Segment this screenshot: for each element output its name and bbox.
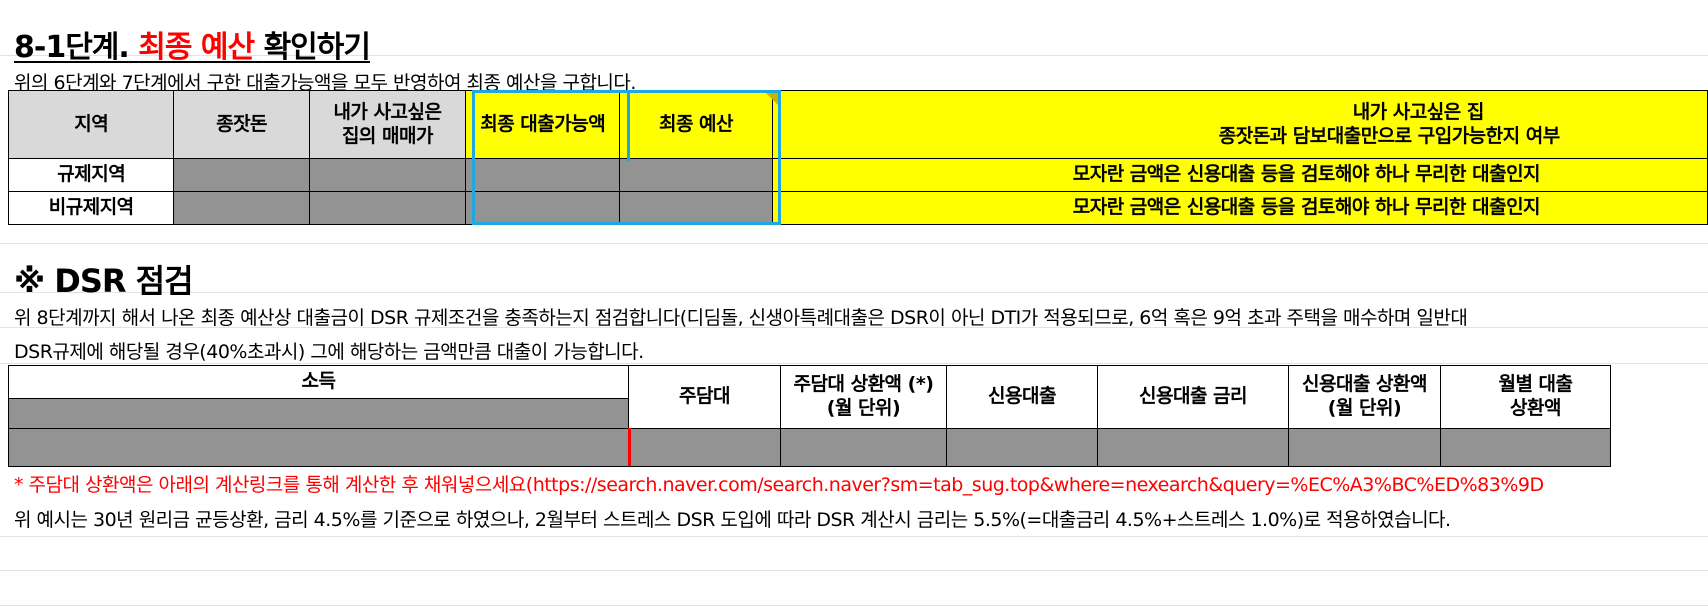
header-mortgage[interactable]: 주담대 xyxy=(628,365,781,429)
cell-masked[interactable] xyxy=(1097,428,1289,467)
header-house-price[interactable]: 내가 사고싶은 집의 매매가 xyxy=(308,90,467,159)
cell-masked[interactable] xyxy=(308,191,467,225)
cell-masked[interactable] xyxy=(1440,428,1611,467)
cell-masked[interactable] xyxy=(619,191,773,225)
budget-table: 지역 종잣돈 내가 사고싶은 집의 매매가 최종 대출가능액 최종 예산 내가 … xyxy=(7,90,1708,225)
cell-masked[interactable] xyxy=(173,158,310,192)
dsr-section-title: ※ DSR 점검 xyxy=(14,262,194,300)
header-income[interactable]: 소득 xyxy=(8,365,629,399)
step-title-suffix: 확인하기 xyxy=(263,30,371,65)
dsr-assumption-note: 위 예시는 30년 원리금 균등상환, 금리 4.5%를 기준으로 하였으나, … xyxy=(14,509,1451,531)
step-title-prefix: 8-1단계. xyxy=(14,30,130,65)
cell-masked[interactable] xyxy=(780,428,947,467)
header-credit-rate[interactable]: 신용대출 금리 xyxy=(1097,365,1289,429)
note-text: 모자란 금액은 신용대출 등을 검토해야 하나 무리한 대출인지 xyxy=(1072,196,1541,219)
header-seed-money[interactable]: 종잣돈 xyxy=(173,90,310,159)
header-mortgage-repayment-line1: 주담대 상환액 (*) xyxy=(793,373,934,396)
table-row: 규제지역 모자란 금액은 신용대출 등을 검토해야 하나 무리한 대출인지 xyxy=(7,158,1708,192)
header-credit-repayment-line2: (월 단위) xyxy=(1327,397,1402,419)
mortgage-calc-note: * 주담대 상환액은 아래의 계산링크를 통해 계산한 후 채워넣으세요(htt… xyxy=(14,474,1544,496)
header-purchase-line2: 종잣돈과 담보대출만으로 구입가능한지 여부 xyxy=(1218,124,1560,147)
cell-masked[interactable] xyxy=(628,428,781,467)
header-credit-repayment-line1: 신용대출 상환액 xyxy=(1302,373,1427,396)
header-house-price-line1: 내가 사고싶은 xyxy=(333,100,442,123)
cell-masked[interactable] xyxy=(8,398,629,429)
red-cell-marker xyxy=(628,428,631,466)
dsr-header-row: 소득 주담대 주담대 상환액 (*) (월 단위) 신용대출 신용대출 금리 신… xyxy=(8,365,1611,429)
cell-region[interactable]: 규제지역 xyxy=(7,158,175,192)
header-credit-loan[interactable]: 신용대출 xyxy=(946,365,1098,429)
cell-masked[interactable] xyxy=(465,191,621,225)
cell-region[interactable]: 비규제지역 xyxy=(7,191,175,225)
header-purchase-possible[interactable]: 내가 사고싶은 집 종잣돈과 담보대출만으로 구입가능한지 여부 xyxy=(771,90,1708,159)
header-mortgage-repayment-line2: (월 단위) xyxy=(826,397,901,419)
cell-masked[interactable] xyxy=(946,428,1098,467)
table-row xyxy=(8,398,1611,429)
header-mortgage-repayment[interactable]: 주담대 상환액 (*) (월 단위) xyxy=(780,365,947,429)
step-description: 위의 6단계와 7단계에서 구한 대출가능액을 모두 반영하여 최종 예산을 구… xyxy=(14,72,636,94)
dsr-description-line1: 위 8단계까지 해서 나온 최종 예산상 대출금이 DSR 규제조건을 충족하는… xyxy=(14,307,1468,329)
header-final-budget[interactable]: 최종 예산 xyxy=(619,90,773,159)
header-monthly-total[interactable]: 월별 대출 상환액 xyxy=(1440,365,1611,429)
step-title-highlight: 최종 예산 xyxy=(138,30,255,65)
dsr-description-line2: DSR규제에 해당될 경우(40%초과시) 그에 해당하는 금액만큼 대출이 가… xyxy=(14,341,644,363)
header-region[interactable]: 지역 xyxy=(7,90,175,159)
cell-masked[interactable] xyxy=(308,158,467,192)
cell-masked[interactable] xyxy=(8,428,629,467)
header-credit-repayment[interactable]: 신용대출 상환액 (월 단위) xyxy=(1288,365,1441,429)
cell-note[interactable]: 모자란 금액은 신용대출 등을 검토해야 하나 무리한 대출인지 xyxy=(771,191,1708,225)
header-monthly-total-line2: 상환액 xyxy=(1510,397,1561,419)
comment-indicator[interactable] xyxy=(766,93,778,105)
table-row: 비규제지역 모자란 금액은 신용대출 등을 검토해야 하나 무리한 대출인지 xyxy=(7,191,1708,225)
budget-header-row: 지역 종잣돈 내가 사고싶은 집의 매매가 최종 대출가능액 최종 예산 내가 … xyxy=(7,90,1708,159)
header-purchase-line1: 내가 사고싶은 집 xyxy=(1352,100,1485,123)
step-title: 8-1단계. 최종 예산 확인하기 xyxy=(14,22,371,66)
cell-masked[interactable] xyxy=(173,191,310,225)
header-monthly-total-line1: 월별 대출 xyxy=(1498,373,1573,396)
cell-masked[interactable] xyxy=(465,158,621,192)
dsr-table: 소득 주담대 주담대 상환액 (*) (월 단위) 신용대출 신용대출 금리 신… xyxy=(8,365,1611,467)
cell-masked[interactable] xyxy=(1288,428,1441,467)
table-row xyxy=(8,428,1611,467)
note-text: 모자란 금액은 신용대출 등을 검토해야 하나 무리한 대출인지 xyxy=(1072,163,1541,186)
cell-masked[interactable] xyxy=(619,158,773,192)
cell-note[interactable]: 모자란 금액은 신용대출 등을 검토해야 하나 무리한 대출인지 xyxy=(771,158,1708,192)
header-house-price-line2: 집의 매매가 xyxy=(341,124,434,147)
header-final-loan[interactable]: 최종 대출가능액 xyxy=(465,90,621,159)
